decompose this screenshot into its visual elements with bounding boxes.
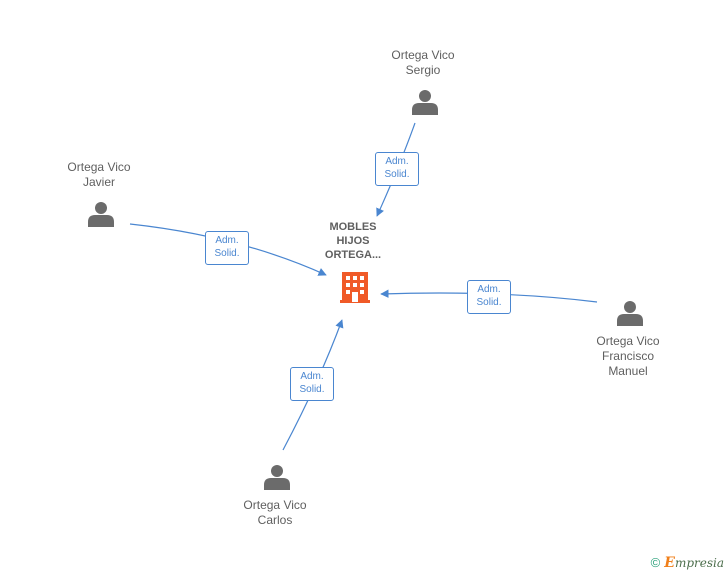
copyright-icon: © (650, 555, 661, 570)
edge-label-carlos[interactable]: Adm. Solid. (290, 367, 334, 401)
edge-label-javier[interactable]: Adm. Solid. (205, 231, 249, 265)
person-label-line: Ortega Vico (243, 498, 307, 512)
person-label-line: Manuel (608, 364, 648, 378)
brand-rest: mpresia (674, 556, 724, 570)
company-name-line: MOBLES (329, 221, 377, 233)
person-label-line: Javier (82, 175, 115, 189)
edge-label-line: Adm. (385, 156, 409, 167)
edge-label-line: Solid. (476, 297, 502, 308)
person-label-line: Francisco (601, 349, 654, 363)
edge-label-line: Adm. (477, 284, 501, 295)
brand-initial: E (664, 555, 675, 571)
person-icon[interactable] (412, 90, 438, 115)
person-icon[interactable] (88, 202, 114, 227)
person-label-line: Ortega Vico (67, 160, 131, 174)
edge-label-francisco[interactable]: Adm. Solid. (467, 280, 511, 314)
company-name[interactable]: MOBLES HIJOS ORTEGA... (325, 220, 381, 262)
brand-logo[interactable]: Empresia (664, 555, 724, 571)
edge-label-line: Adm. (300, 371, 324, 382)
person-label-sergio[interactable]: Ortega Vico Sergio (391, 48, 454, 78)
footer-brand: ©Empresia (651, 555, 724, 571)
company-name-line: ORTEGA... (324, 249, 382, 261)
building-icon[interactable] (340, 272, 370, 303)
edge-label-sergio[interactable]: Adm. Solid. (375, 152, 419, 186)
person-label-line: Ortega Vico (391, 48, 455, 62)
person-label-javier[interactable]: Ortega Vico Javier (67, 160, 130, 190)
person-label-carlos[interactable]: Ortega Vico Carlos (243, 498, 306, 528)
person-label-line: Ortega Vico (596, 334, 660, 348)
person-icon[interactable] (617, 301, 643, 326)
edge-label-line: Solid. (299, 384, 325, 395)
edge-label-line: Solid. (384, 169, 410, 180)
edge-label-line: Solid. (214, 248, 240, 259)
person-label-francisco[interactable]: Ortega Vico Francisco Manuel (596, 334, 659, 379)
person-label-line: Carlos (257, 513, 293, 527)
edge-label-line: Adm. (215, 235, 239, 246)
person-icon[interactable] (264, 465, 290, 490)
person-label-line: Sergio (405, 63, 441, 77)
company-name-line: HIJOS (336, 235, 370, 247)
